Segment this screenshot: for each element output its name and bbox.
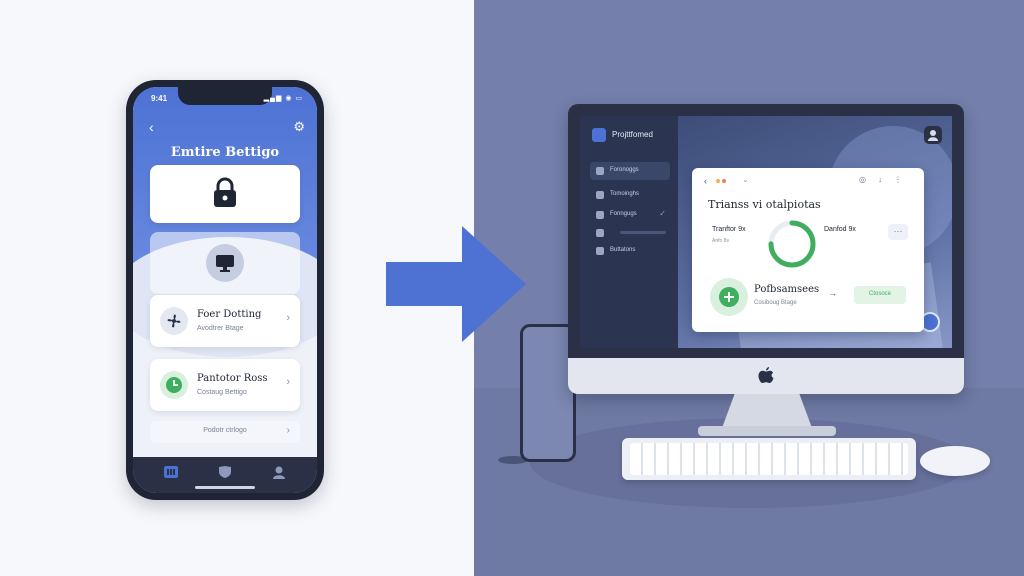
item-title: Pofbsamsees — [754, 284, 820, 295]
home-indicator — [195, 486, 255, 489]
phone-screen: 9:41 ▂▄▆ ◉ ▭ ‹ ⚙ Emtire Bettigo — [133, 87, 317, 493]
list-item-subtitle: Avodtrer Btage — [197, 325, 244, 332]
clock-icon — [160, 371, 188, 399]
sidebar-item-label: Fonngugs — [610, 211, 637, 217]
lock-card[interactable] — [150, 165, 300, 223]
dot-icon — [722, 179, 726, 183]
chevron-right-icon: › — [286, 312, 290, 324]
app-brand-name: Projttfomed — [612, 130, 653, 139]
progress-ring — [768, 220, 816, 268]
menu-item-icon — [596, 247, 604, 255]
chevron-right-icon: › — [286, 425, 290, 436]
window-dots — [716, 179, 734, 183]
status-circle — [710, 278, 748, 316]
metric-label: Tranftor 9x — [712, 226, 746, 233]
device-icon-circle — [206, 244, 244, 282]
metric-label: Danfod 9x — [824, 226, 856, 233]
sidebar-item[interactable]: Fonngugs ✓ — [590, 206, 670, 224]
sidebar-item[interactable] — [590, 224, 670, 242]
back-icon[interactable]: ‹ — [704, 176, 707, 186]
plus-icon — [724, 292, 734, 302]
back-icon[interactable]: ‹ — [149, 119, 154, 135]
chevron-right-icon: › — [286, 376, 290, 388]
person-icon — [928, 130, 938, 141]
keyboard-keys — [630, 443, 908, 475]
monitor-stand — [722, 394, 812, 428]
sidebar-item-label: Tomoinghs — [610, 191, 640, 197]
keyboard — [622, 438, 916, 480]
app-sidebar: Projttfomed Foronoggs Tomoinghs Fonngugs… — [580, 116, 678, 348]
monitor-icon — [216, 255, 234, 272]
list-item-title: Pantotor Ross — [197, 373, 268, 384]
shield-icon[interactable] — [217, 465, 233, 479]
item-subtitle: Cosiboug Btage — [754, 300, 797, 306]
status-icons: ▂▄▆ ◉ ▭ — [263, 95, 303, 102]
grid-icon[interactable] — [163, 465, 179, 479]
list-item[interactable]: Foer Dotting Avodtrer Btage › — [150, 295, 300, 347]
sidebar-item[interactable]: Foronoggs — [590, 162, 670, 180]
secondary-phone-device — [520, 324, 576, 462]
sidebar-item[interactable]: Buttatons — [590, 242, 670, 260]
list-item-subtitle: Costaug Bettigo — [197, 389, 247, 396]
settings-link-row[interactable]: Podotr ctrlogo › — [150, 421, 300, 443]
status-badge[interactable]: Ctosoce — [854, 286, 906, 304]
desktop-monitor: Projttfomed Foronoggs Tomoinghs Fonngugs… — [568, 104, 964, 394]
list-item[interactable]: Pantotor Ross Costaug Bettigo › — [150, 359, 300, 411]
phone-shadow — [498, 456, 528, 464]
ellipsis-icon: ··· — [893, 226, 903, 236]
status-badge-label: Ctosoce — [868, 291, 891, 297]
monitor-stand-base — [698, 426, 836, 436]
sidebar-item-label: Buttatons — [610, 247, 636, 253]
check-icon: ✓ — [659, 209, 666, 218]
sidebar-progress-bar — [620, 231, 666, 234]
phone-notch — [178, 87, 272, 105]
gear-icon[interactable]: ⚙ — [293, 119, 305, 134]
sidebar-item-label: Foronoggs — [610, 167, 639, 173]
phone-device: 9:41 ▂▄▆ ◉ ▭ ‹ ⚙ Emtire Bettigo — [126, 80, 324, 500]
lock-icon — [214, 177, 236, 207]
menu-item-icon — [596, 211, 604, 219]
menu-item-icon — [596, 167, 604, 175]
menu-item-icon — [596, 191, 604, 199]
transfer-panel: ‹ ⌄ ◎↓⋮ Trianss vi otalpiotas Tranftor 9… — [692, 168, 924, 332]
toolbar-icons[interactable]: ◎↓⋮ — [859, 175, 914, 184]
progress-ring-arc — [768, 220, 816, 268]
device-card[interactable] — [150, 232, 300, 294]
apple-logo-icon — [758, 367, 774, 383]
mouse — [920, 446, 990, 476]
transfer-arrow-icon — [386, 226, 526, 342]
phone-page-title: Emtire Bettigo — [170, 145, 280, 160]
menu-item-icon — [596, 229, 604, 237]
dot-icon — [716, 179, 720, 183]
fan-icon — [160, 307, 188, 335]
person-icon[interactable] — [271, 465, 287, 479]
more-button[interactable]: ··· — [888, 224, 908, 240]
list-item-title: Foer Dotting — [197, 309, 262, 320]
arrow-right-icon: → — [828, 288, 837, 298]
chevron-down-icon[interactable]: ⌄ — [742, 175, 749, 184]
metric-sublabel: Anfo 8s — [712, 238, 729, 244]
status-time: 9:41 — [151, 94, 168, 103]
monitor-screen: Projttfomed Foronoggs Tomoinghs Fonngugs… — [580, 116, 952, 348]
account-button[interactable] — [924, 126, 942, 144]
app-logo-icon — [592, 128, 606, 142]
sidebar-item[interactable]: Tomoinghs — [590, 186, 670, 204]
settings-link-label: Podotr ctrlogo — [203, 427, 247, 434]
panel-title: Trianss vi otalpiotas — [708, 198, 821, 211]
